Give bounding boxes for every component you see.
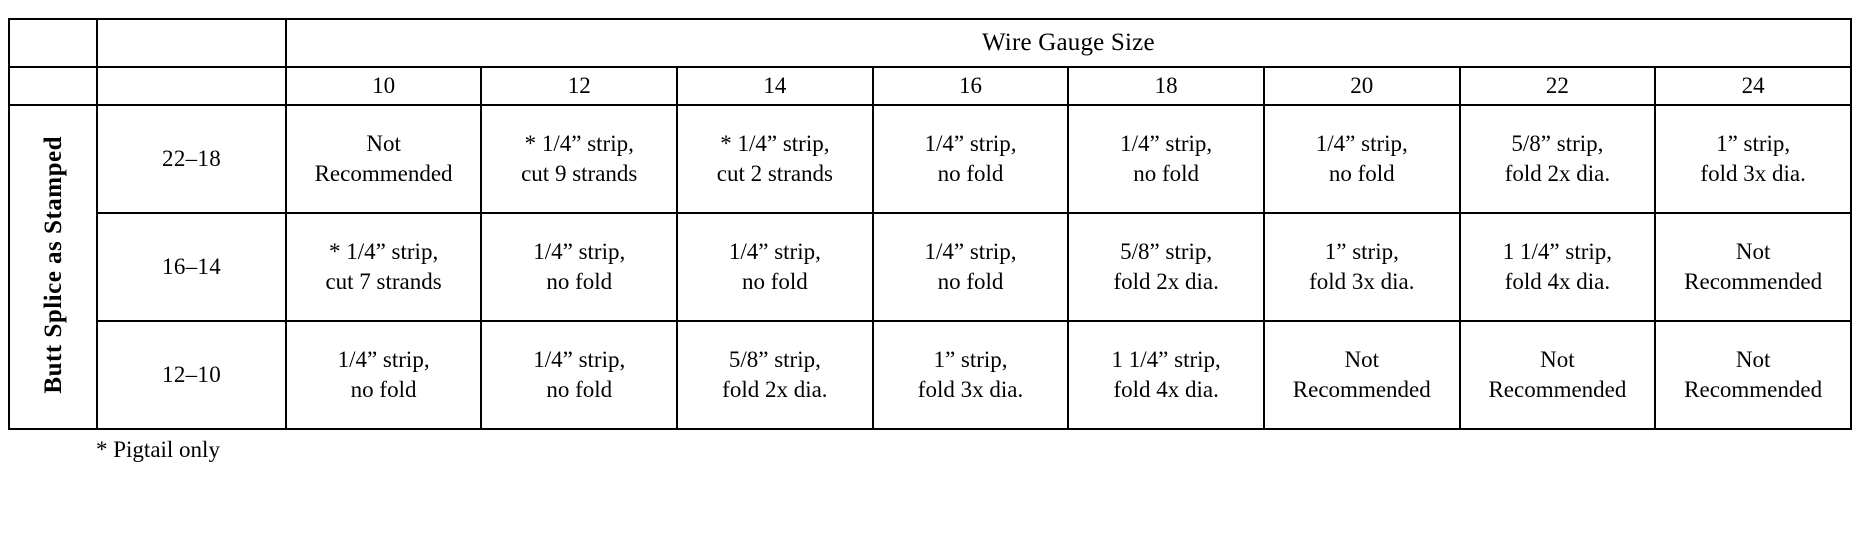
cell-line-1: 5/8” strip, [1120, 238, 1213, 264]
table-header-title-row: Wire Gauge Size [7, 18, 1853, 68]
cell-line-1: Not [1735, 238, 1771, 264]
cell-12-10-gauge-18: 1 1/4” strip, fold 4x dia. [1067, 320, 1265, 430]
cell-line-2: no fold [937, 269, 1004, 294]
cell-16-14-gauge-14: 1/4” strip, no fold [676, 212, 874, 322]
table-row: 12–10 1/4” strip, no fold 1/4” strip, no… [9, 320, 1852, 430]
cell-12-10-gauge-10: 1/4” strip, no fold [284, 320, 483, 430]
table-row: 16–14 * 1/4” strip, cut 7 strands 1/4” s… [9, 212, 1852, 322]
corner-blank-rowlabel-2 [96, 66, 287, 106]
footnote-pigtail-only: * Pigtail only [96, 437, 220, 462]
cell-line-2: fold 2x dia. [1113, 269, 1219, 294]
corner-blank-rowlabel [96, 18, 287, 68]
cell-line-1: 1/4” strip, [728, 238, 821, 264]
cell-line-1: 1/4” strip, [533, 238, 626, 264]
cell-line-2: fold 3x dia. [1309, 269, 1415, 294]
cell-line-2: cut 7 strands [325, 269, 442, 294]
cell-line-1: 1 1/4” strip, [1111, 346, 1221, 372]
column-header-20: 20 [1262, 66, 1461, 106]
cell-line-2: no fold [546, 269, 613, 294]
row-label-12-10: 12–10 [96, 320, 287, 430]
cell-line-1: 1/4” strip, [1315, 130, 1408, 156]
cell-line-1: 1/4” strip, [1120, 130, 1213, 156]
side-label-text: Butt Splice as Stamped [39, 135, 67, 394]
cell-12-10-gauge-14: 5/8” strip, fold 2x dia. [676, 320, 874, 430]
cell-16-14-gauge-22: 1 1/4” strip, fold 4x dia. [1458, 212, 1657, 322]
column-header-10: 10 [284, 66, 483, 106]
cell-line-1: 1/4” strip, [924, 238, 1017, 264]
cell-line-2: no fold [741, 269, 808, 294]
cell-line-2: fold 3x dia. [917, 377, 1024, 402]
cell-line-1: 5/8” strip, [1511, 130, 1604, 156]
corner-blank-left-2 [7, 66, 99, 106]
cell-line-1: 1” strip, [1716, 130, 1791, 156]
cell-line-1: * 1/4” strip, [524, 130, 634, 156]
column-header-12: 12 [480, 66, 679, 106]
cell-line-2: Recommended [1488, 377, 1627, 402]
cell-line-2: fold 4x dia. [1113, 377, 1219, 402]
cell-12-10-gauge-20: Not Recommended [1262, 320, 1461, 430]
cell-line-2: cut 2 strands [716, 161, 833, 186]
cell-22-18-gauge-10: Not Recommended [284, 104, 483, 214]
cell-22-18-gauge-18: 1/4” strip, no fold [1067, 104, 1265, 214]
cell-line-1: 5/8” strip, [728, 346, 821, 372]
cell-22-18-gauge-20: 1/4” strip, no fold [1262, 104, 1461, 214]
cell-line-2: cut 9 strands [521, 161, 638, 186]
column-header-22: 22 [1458, 66, 1657, 106]
cell-22-18-gauge-22: 5/8” strip, fold 2x dia. [1458, 104, 1657, 214]
cell-16-14-gauge-16: 1/4” strip, no fold [871, 212, 1070, 322]
cell-line-1: 1/4” strip, [924, 130, 1017, 156]
cell-22-18-gauge-24: 1” strip, fold 3x dia. [1654, 104, 1852, 214]
cell-line-1: Not [1735, 346, 1771, 372]
cell-16-14-gauge-10: * 1/4” strip, cut 7 strands [284, 212, 483, 322]
cell-16-14-gauge-20: 1” strip, fold 3x dia. [1262, 212, 1461, 322]
cell-16-14-gauge-18: 5/8” strip, fold 2x dia. [1067, 212, 1265, 322]
cell-line-2: fold 4x dia. [1504, 269, 1611, 294]
column-header-18: 18 [1067, 66, 1265, 106]
cell-line-2: fold 2x dia. [1504, 161, 1611, 186]
cell-line-1: 1 1/4” strip, [1502, 238, 1613, 264]
cell-22-18-gauge-14: * 1/4” strip, cut 2 strands [676, 104, 874, 214]
cell-line-2: fold 2x dia. [722, 377, 828, 402]
cell-22-18-gauge-12: * 1/4” strip, cut 9 strands [480, 104, 679, 214]
table-row: Butt Splice as Stamped 22–18 Not Recomme… [7, 104, 1852, 430]
wire-gauge-size-title: Wire Gauge Size [284, 18, 1853, 68]
cell-22-18-gauge-16: 1/4” strip, no fold [871, 104, 1070, 214]
column-header-14: 14 [676, 66, 874, 106]
row-label-16-14: 16–14 [96, 212, 287, 322]
cell-12-10-gauge-16: 1” strip, fold 3x dia. [871, 320, 1070, 430]
cell-line-1: * 1/4” strip, [720, 130, 830, 156]
cell-12-10-gauge-22: Not Recommended [1458, 320, 1657, 430]
cell-line-2: no fold [546, 377, 613, 402]
cell-12-10-gauge-12: 1/4” strip, no fold [480, 320, 679, 430]
cell-line-1: 1” strip, [1324, 238, 1399, 264]
row-label-22-18: 22–18 [96, 104, 287, 214]
side-label-butt-splice-as-stamped: Butt Splice as Stamped [7, 104, 99, 430]
cell-line-1: Not [1344, 346, 1380, 372]
cell-line-1: 1” strip, [933, 346, 1008, 372]
cell-12-10-gauge-24: Not Recommended [1654, 320, 1852, 430]
cell-line-1: 1/4” strip, [337, 346, 430, 372]
cell-line-2: no fold [350, 377, 417, 402]
column-header-24: 24 [1654, 66, 1852, 106]
cell-line-1: Not [366, 130, 401, 156]
cell-line-2: Recommended [1684, 269, 1823, 294]
table-column-header-row: 10 12 14 16 18 20 22 24 [7, 66, 1852, 106]
cell-16-14-gauge-24: Not Recommended [1654, 212, 1852, 322]
cell-line-1: Not [1540, 346, 1575, 372]
cell-line-1: 1/4” strip, [533, 346, 626, 372]
cell-line-2: Recommended [1684, 377, 1823, 402]
cell-line-2: Recommended [314, 161, 453, 186]
wire-gauge-table: Wire Gauge Size 10 12 14 16 18 20 22 24 … [7, 18, 1853, 430]
cell-line-2: no fold [1328, 161, 1395, 186]
cell-line-2: fold 3x dia. [1700, 161, 1806, 186]
cell-line-2: no fold [1133, 161, 1200, 186]
cell-line-1: * 1/4” strip, [328, 238, 439, 264]
corner-blank-left [7, 18, 99, 68]
column-header-16: 16 [871, 66, 1070, 106]
cell-line-2: no fold [937, 161, 1004, 186]
cell-16-14-gauge-12: 1/4” strip, no fold [480, 212, 679, 322]
cell-line-2: Recommended [1292, 377, 1431, 402]
